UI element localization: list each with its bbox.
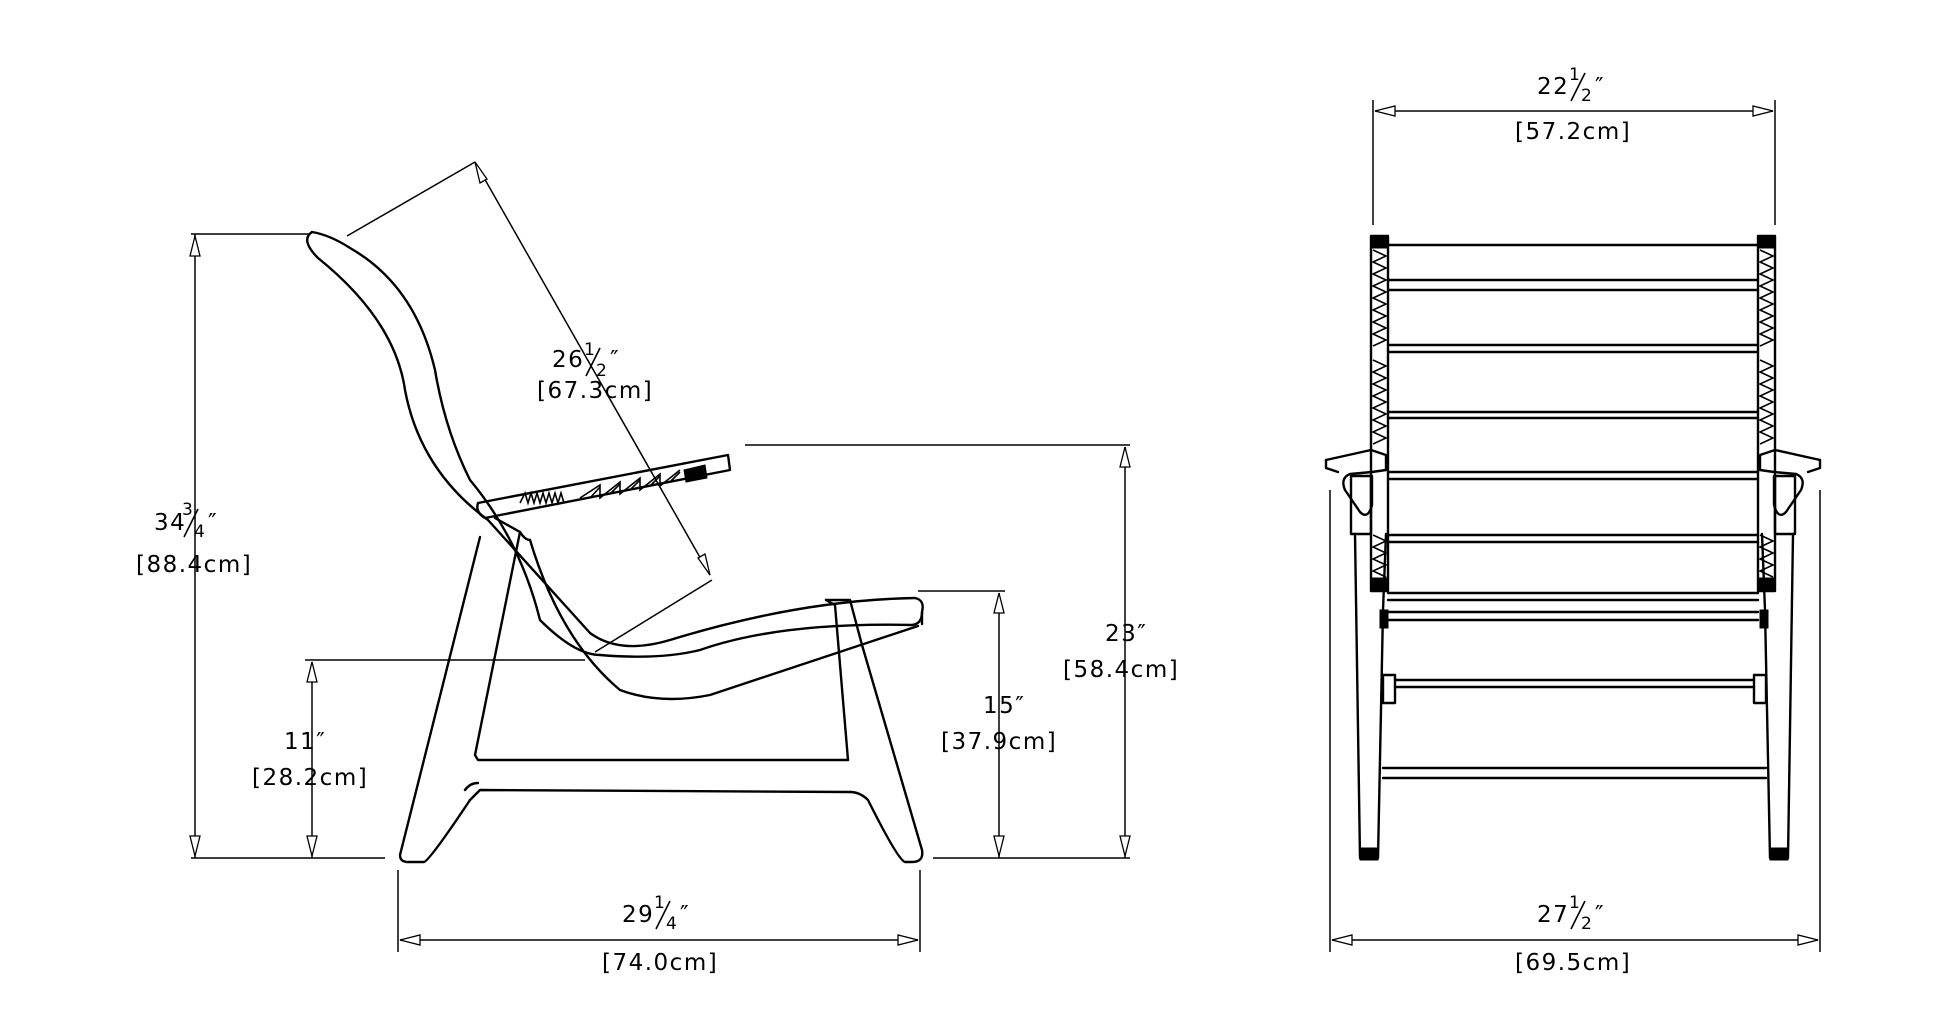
lower-rail-top bbox=[473, 753, 850, 762]
arrow bbox=[1119, 446, 1131, 468]
dim-back-length bbox=[474, 161, 711, 576]
svg-text:[88.4cm]: [88.4cm] bbox=[136, 552, 252, 578]
arrow bbox=[1797, 934, 1819, 946]
svg-text:4: 4 bbox=[194, 522, 205, 542]
label-depth: 29 1 4 ″ [74.0cm] bbox=[602, 893, 718, 976]
side-view bbox=[306, 230, 924, 864]
arrow bbox=[474, 161, 488, 184]
lower-rail bbox=[463, 781, 852, 802]
svg-text:″: ″ bbox=[1595, 902, 1605, 928]
front-leg bbox=[824, 598, 924, 864]
front-dimensions: 22 1 2 ″ [57.2cm] 27 1 2 ″ [69.5cm] bbox=[1329, 65, 1821, 976]
seat-back-frame-inner bbox=[310, 230, 924, 658]
svg-text:[69.5cm]: [69.5cm] bbox=[1515, 950, 1631, 976]
front-armrests bbox=[1324, 448, 1822, 536]
arrow bbox=[306, 661, 318, 683]
front-view bbox=[1324, 234, 1822, 861]
label-seat-low-metric: [28.2cm] bbox=[252, 765, 368, 791]
backrest-slats bbox=[1386, 243, 1760, 622]
svg-text:[57.2cm]: [57.2cm] bbox=[1515, 119, 1631, 145]
side-dimensions: 26 1 2 ″ [67.3cm] 34 3 4 ″ [88.4cm] 11″ … bbox=[136, 161, 1179, 976]
ext-back-top bbox=[346, 161, 476, 237]
front-legs bbox=[1353, 532, 1795, 861]
rear-leg bbox=[398, 535, 482, 864]
svg-text:22: 22 bbox=[1537, 74, 1569, 100]
svg-text:26: 26 bbox=[552, 347, 584, 373]
arrow bbox=[993, 835, 1005, 857]
arrow bbox=[1752, 105, 1774, 117]
svg-text:″: ″ bbox=[680, 902, 690, 928]
svg-text:3: 3 bbox=[182, 500, 193, 520]
svg-text:29: 29 bbox=[622, 902, 654, 928]
rear-leg-inner bbox=[473, 530, 522, 757]
svg-text:[74.0cm]: [74.0cm] bbox=[602, 950, 718, 976]
label-front-width: 27 1 2 ″ [69.5cm] bbox=[1515, 893, 1631, 976]
svg-text:4: 4 bbox=[666, 914, 677, 934]
svg-text:2: 2 bbox=[1581, 914, 1592, 934]
label-seat-height: 15″ bbox=[983, 693, 1025, 719]
arrow bbox=[993, 592, 1005, 614]
arrow bbox=[189, 835, 201, 857]
armrest-support bbox=[493, 516, 532, 542]
armrest-weave bbox=[519, 464, 708, 506]
ext-back-bottom bbox=[594, 579, 713, 653]
svg-text:″: ″ bbox=[1595, 74, 1605, 100]
svg-text:1: 1 bbox=[1569, 893, 1580, 913]
svg-text:1: 1 bbox=[584, 340, 595, 360]
front-lower-frame bbox=[1381, 673, 1768, 780]
svg-text:[67.3cm]: [67.3cm] bbox=[537, 378, 653, 404]
svg-text:″: ″ bbox=[610, 347, 620, 373]
label-arm-height-metric: [58.4cm] bbox=[1063, 657, 1179, 683]
label-seat-low: 11″ bbox=[284, 729, 326, 755]
svg-text:1: 1 bbox=[654, 893, 665, 913]
seat-back-frame bbox=[306, 230, 924, 648]
label-arm-height: 23″ bbox=[1105, 621, 1147, 647]
label-seat-height-metric: [37.9cm] bbox=[941, 729, 1057, 755]
seat-curve-lower bbox=[528, 538, 920, 701]
svg-text:2: 2 bbox=[1581, 86, 1592, 106]
label-back-length: 26 1 2 ″ [67.3cm] bbox=[537, 340, 653, 404]
arrow bbox=[1374, 105, 1396, 117]
svg-text:1: 1 bbox=[1569, 65, 1580, 85]
arrow bbox=[697, 553, 711, 576]
svg-text:34: 34 bbox=[154, 510, 186, 536]
arrow bbox=[189, 235, 201, 257]
arrow bbox=[1119, 835, 1131, 857]
front-leg-inner bbox=[824, 598, 850, 762]
arrow bbox=[306, 835, 318, 857]
label-overall-height: 34 3 4 ″ [88.4cm] bbox=[136, 500, 252, 578]
armrest bbox=[476, 453, 732, 520]
arrow bbox=[1331, 934, 1353, 946]
arrow bbox=[399, 934, 421, 946]
svg-text:27: 27 bbox=[1537, 902, 1569, 928]
arrow bbox=[897, 934, 919, 946]
svg-text:″: ″ bbox=[208, 510, 218, 536]
svg-text:2: 2 bbox=[596, 361, 607, 381]
label-seat-width: 22 1 2 ″ [57.2cm] bbox=[1515, 65, 1631, 145]
